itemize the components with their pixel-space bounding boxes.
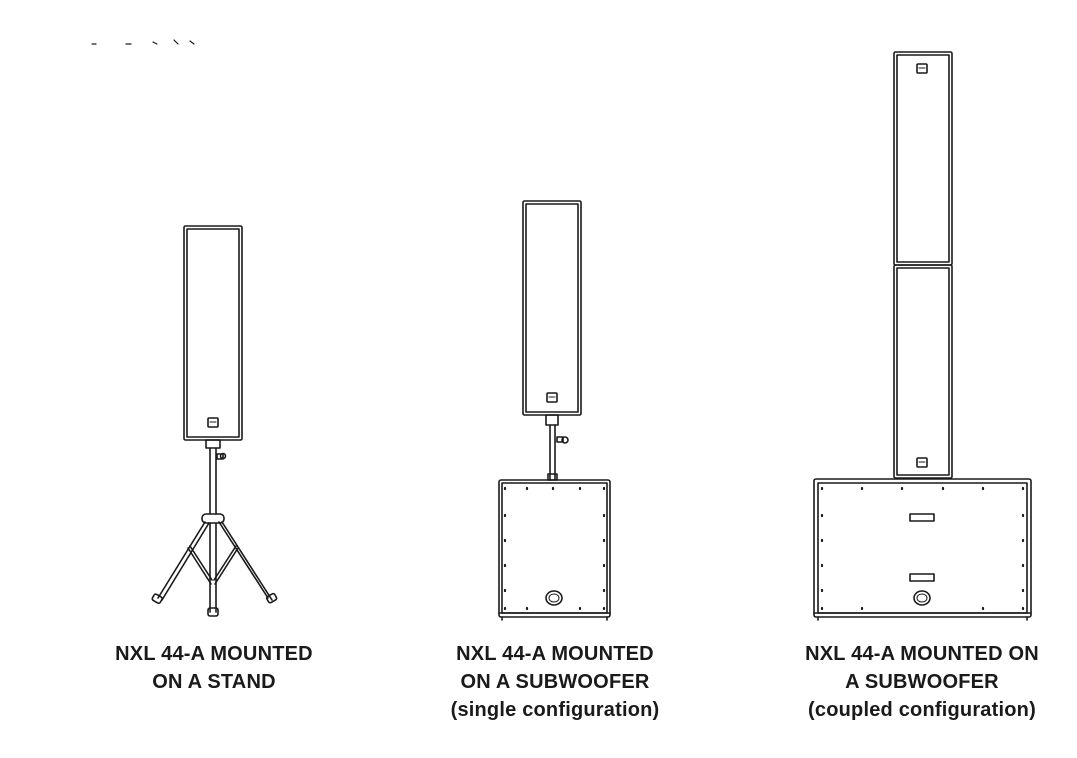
column-speaker xyxy=(522,200,582,416)
logo-badge-icon xyxy=(916,457,928,468)
caption-subwoofer-coupled: NXL 44-A MOUNTED ON A SUBWOOFER (coupled… xyxy=(772,640,1072,724)
caption-line: NXL 44-A MOUNTED xyxy=(115,643,313,665)
logo-badge-icon xyxy=(546,392,558,403)
tripod-stand xyxy=(151,439,278,617)
subwoofer-wide xyxy=(813,478,1032,621)
caption-stand: NXL 44-A MOUNTED ON A STAND xyxy=(64,640,364,696)
logo-badge-icon xyxy=(207,417,219,428)
logo-badge-icon xyxy=(545,590,563,606)
caption-line: ON A SUBWOOFER xyxy=(460,671,650,693)
column-speaker xyxy=(183,225,243,441)
caption-line: A SUBWOOFER xyxy=(845,671,999,693)
logo-badge-icon xyxy=(913,590,931,606)
scan-artifact xyxy=(91,39,195,45)
caption-subwoofer-single: NXL 44-A MOUNTED ON A SUBWOOFER (single … xyxy=(405,640,705,724)
mounting-pole xyxy=(545,414,569,481)
speaker-on-stand xyxy=(151,225,278,617)
coupling-plate xyxy=(909,513,935,522)
column-speaker-top xyxy=(893,51,953,266)
caption-line: NXL 44-A MOUNTED xyxy=(456,643,654,665)
speaker-on-subwoofer-single xyxy=(498,200,611,621)
subwoofer xyxy=(498,479,611,621)
coupling-plate xyxy=(909,573,935,582)
caption-line: (single configuration) xyxy=(450,699,660,721)
caption-line: ON A STAND xyxy=(152,671,276,693)
speaker-on-subwoofer-coupled xyxy=(813,51,1032,621)
caption-line: NXL 44-A MOUNTED ON xyxy=(805,643,1039,665)
caption-line: (coupled configuration) xyxy=(808,699,1036,721)
column-speaker-bottom xyxy=(893,264,953,479)
logo-badge-icon xyxy=(916,63,928,74)
